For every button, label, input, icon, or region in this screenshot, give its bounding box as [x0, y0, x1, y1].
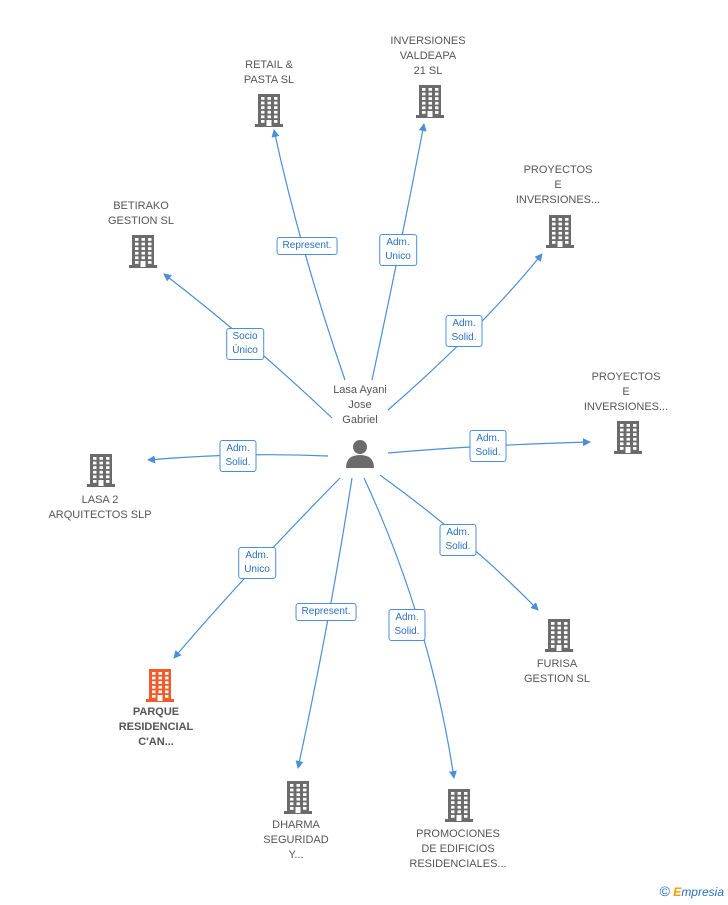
building-icon[interactable]	[282, 779, 314, 820]
copyright-symbol: ©	[659, 883, 670, 899]
company-label-dharma[interactable]: DHARMA SEGURIDAD Y...	[263, 819, 329, 861]
company-label-parque[interactable]: PARQUE RESIDENCIAL C'AN...	[118, 706, 194, 748]
building-icon[interactable]	[544, 213, 576, 254]
footer-brand[interactable]: © Empresia	[660, 883, 724, 899]
building-icon[interactable]	[443, 787, 475, 828]
building-icon[interactable]	[253, 92, 285, 133]
company-label-furisa[interactable]: FURISA GESTION SL	[523, 658, 591, 685]
company-label-valdeapa[interactable]: INVERSIONES VALDEAPA 21 SL	[390, 35, 466, 77]
relation-label-proyectos1: Adm. Solid.	[445, 315, 483, 347]
relation-label-valdeapa: Adm. Unico	[379, 234, 417, 266]
relation-label-betirako: Socio Único	[226, 328, 264, 360]
brand-name: mpresia	[681, 885, 724, 899]
building-icon[interactable]	[612, 419, 644, 460]
edge-retail	[271, 129, 346, 381]
relation-label-retail: Represent.	[276, 237, 338, 255]
center-person-label[interactable]: Lasa Ayani Jose Gabriel	[333, 384, 387, 426]
relation-label-dharma: Represent.	[295, 603, 357, 621]
company-label-proyectos2[interactable]: PROYECTOS E INVERSIONES...	[583, 371, 669, 413]
relation-label-parque: Adm. Unico	[238, 547, 276, 579]
relation-label-furisa: Adm. Solid.	[439, 524, 477, 556]
building-icon[interactable]	[85, 452, 117, 493]
building-icon[interactable]	[127, 233, 159, 274]
building-icon[interactable]	[144, 667, 176, 708]
company-label-betirako[interactable]: BETIRAKO GESTION SL	[107, 200, 175, 227]
company-label-retail[interactable]: RETAIL & PASTA SL	[243, 59, 295, 86]
building-icon[interactable]	[543, 617, 575, 658]
person-icon[interactable]	[344, 438, 376, 468]
edge-dharma	[295, 477, 353, 769]
building-icon[interactable]	[414, 83, 446, 124]
relation-label-lasa2: Adm. Solid.	[219, 440, 257, 472]
company-label-lasa2[interactable]: LASA 2 ARQUITECTOS SLP	[48, 494, 152, 521]
company-label-proyectos1[interactable]: PROYECTOS E INVERSIONES...	[515, 164, 601, 206]
relation-label-promociones: Adm. Solid.	[388, 609, 426, 641]
brand-logo-e: E	[673, 885, 682, 899]
relation-label-proyectos2: Adm. Solid.	[469, 430, 507, 462]
company-label-promociones[interactable]: PROMOCIONES DE EDIFICIOS RESIDENCIALES..…	[409, 828, 507, 870]
